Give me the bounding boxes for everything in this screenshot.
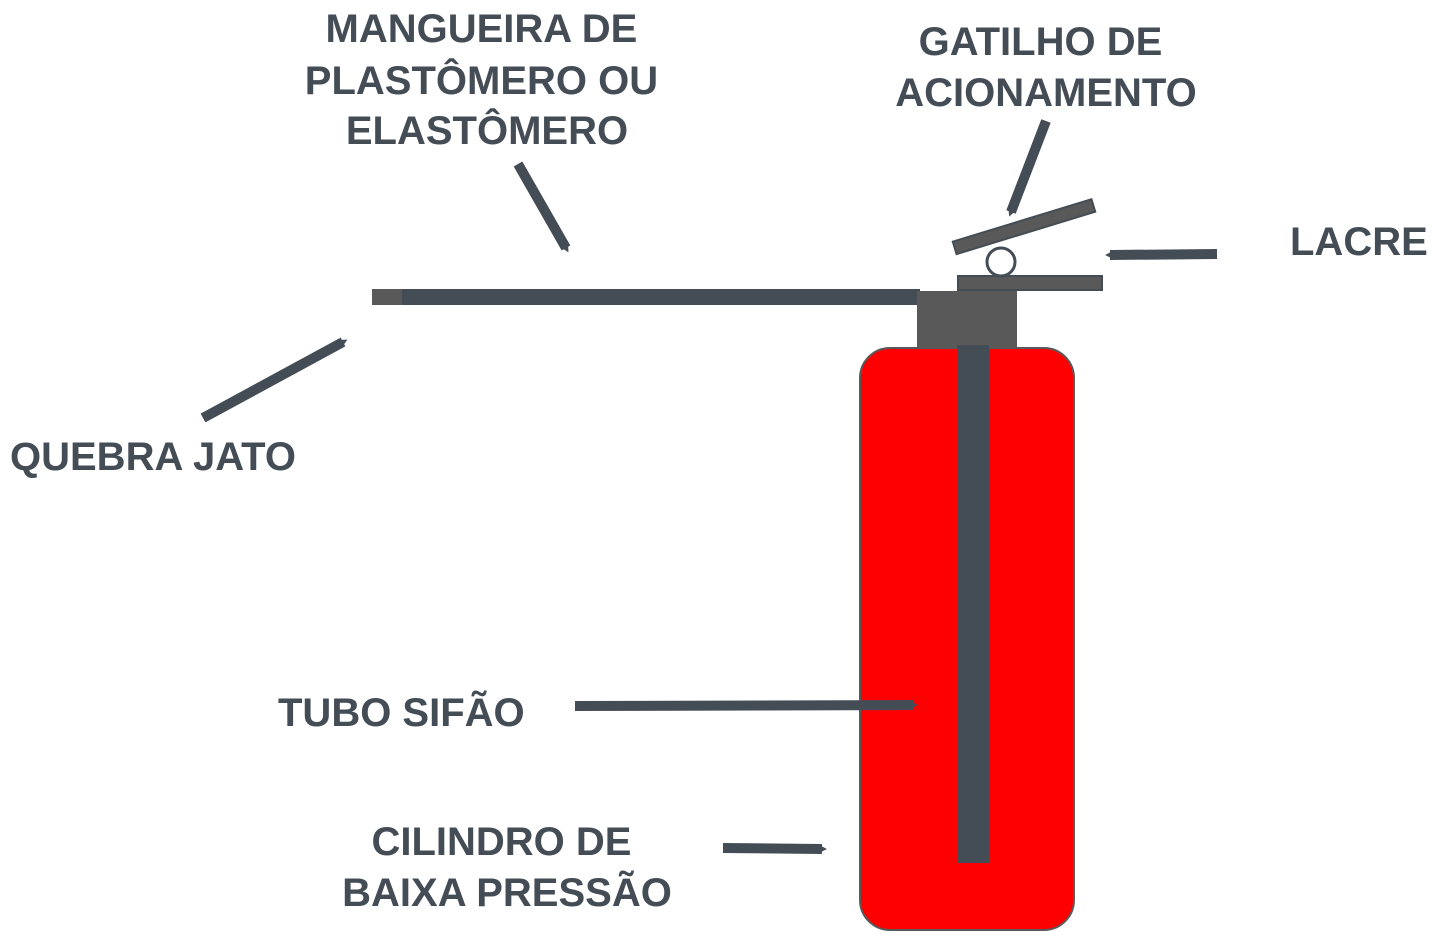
hose-arrow	[513, 161, 571, 253]
seal-arrow	[1105, 249, 1218, 260]
extinguisher	[372, 198, 1103, 931]
handle-base	[957, 275, 1103, 291]
nozzle-label: QUEBRA JATO	[10, 435, 296, 479]
valve-neck	[917, 291, 1017, 348]
trigger-arrow	[1006, 119, 1051, 217]
hose-label: MANGUEIRA DE PLASTÔMERO OU ELASTÔMERO	[305, 7, 669, 153]
nozzle-arrow	[200, 337, 348, 423]
trigger-label-line-2: ACIONAMENTO	[895, 71, 1196, 115]
trigger-label: GATILHO DE ACIONAMENTO	[895, 20, 1196, 115]
arrows	[200, 119, 1218, 854]
trigger-lever	[951, 198, 1097, 256]
hose-label-line-1: MANGUEIRA DE	[326, 7, 638, 51]
trigger-label-line-1: GATILHO DE	[919, 20, 1163, 64]
hose-label-line-3: ELASTÔMERO	[346, 107, 628, 153]
siphon-tube-arrow	[574, 700, 918, 711]
nozzle-tip	[372, 289, 402, 305]
siphon-tube-label: TUBO SIFÃO	[278, 689, 525, 735]
cylinder-label-line-1: CILINDRO DE	[371, 820, 631, 864]
cylinder-label-line-2: BAIXA PRESSÃO	[342, 869, 672, 915]
labels: MANGUEIRA DE PLASTÔMERO OU ELASTÔMERO GA…	[10, 7, 1428, 915]
siphon-tube	[957, 345, 989, 863]
hose-label-line-2: PLASTÔMERO OU	[305, 57, 658, 103]
cylinder-label: CILINDRO DE BAIXA PRESSÃO	[342, 820, 672, 915]
hose	[372, 289, 920, 305]
seal-label: LACRE	[1290, 220, 1428, 264]
seal-ring	[985, 246, 1017, 278]
cylinder-arrow	[722, 843, 827, 854]
